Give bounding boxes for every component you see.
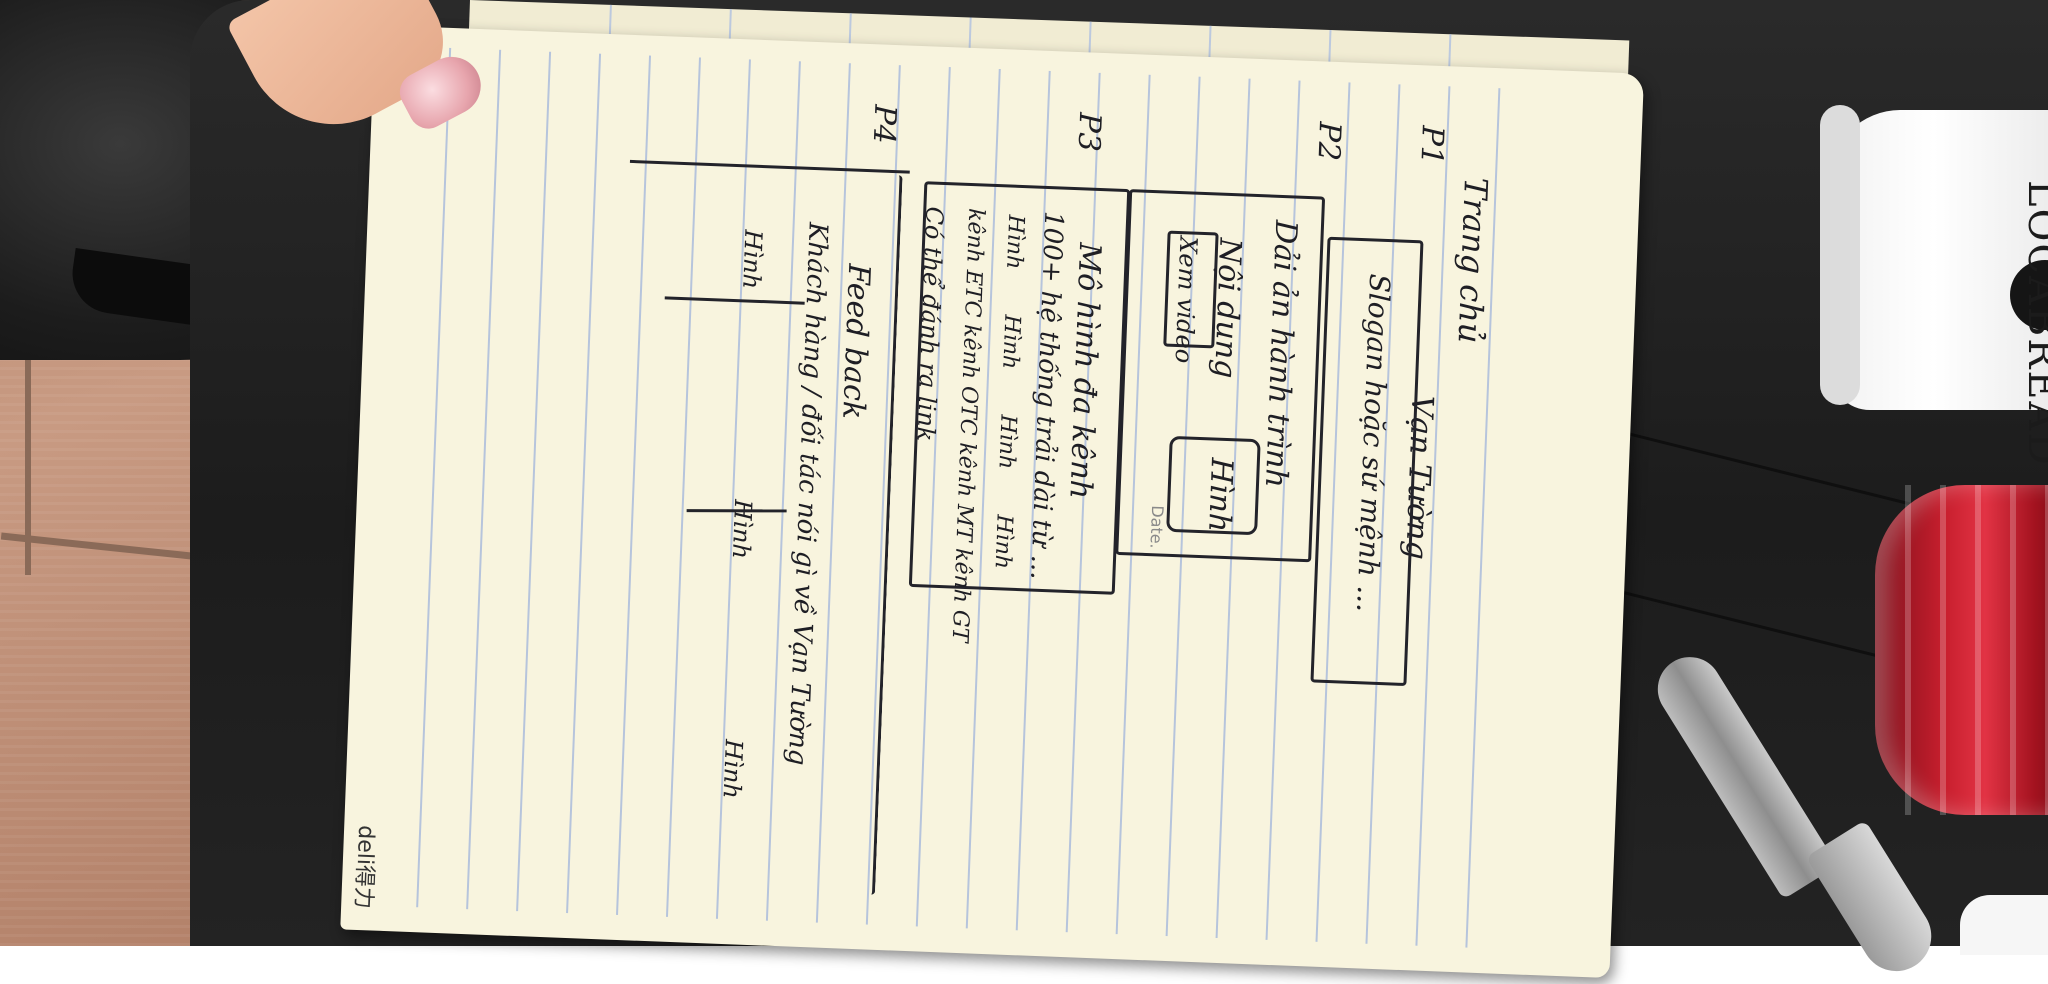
ruled-line [466, 49, 502, 910]
cup-brand-text: LOCABREAD [2019, 180, 2048, 467]
glass-rib [1975, 485, 1981, 815]
date-label: Date. [1146, 505, 1168, 550]
p4-image-3-text: Hình [717, 738, 748, 800]
p4-image-2-text: Hình [726, 498, 758, 560]
p3-image-1-text: Hình [1001, 214, 1029, 270]
white-cup: LOCABREAD [1820, 105, 2048, 467]
section-label-p3: P3 [1070, 111, 1108, 153]
notebook-brand-text: deli得力 [350, 824, 379, 910]
p3-image-2-text: Hình [997, 314, 1025, 370]
notebook-page: Trang chủ P1 Vạn Tường Slogan hoặc sứ mệ… [340, 25, 1645, 979]
ruled-line [516, 51, 552, 912]
napkin [1960, 895, 2048, 955]
section-p4-title: Feed back [835, 263, 877, 420]
section-label-p4: P4 [865, 103, 903, 145]
tile-grout [25, 215, 31, 575]
glass-rib [2010, 485, 2016, 815]
cup-rim [1820, 105, 1860, 405]
video-button-text: Xem video [1169, 235, 1203, 364]
glass-rib [1940, 485, 1946, 815]
p2-image-text: Hình [1201, 457, 1239, 533]
p3-image-3-text: Hình [993, 414, 1021, 470]
p4-divider [686, 509, 787, 513]
ruled-line [416, 47, 452, 908]
section-label-p2: P2 [1310, 121, 1347, 162]
glass-rib [2045, 485, 2048, 815]
red-drink-glass [1875, 485, 2048, 815]
page-header-text: Trang chủ [1450, 176, 1495, 345]
glass-rib [1905, 485, 1911, 815]
p3-image-4-text: Hình [989, 514, 1017, 570]
section-label-p1: P1 [1413, 124, 1450, 166]
p4-image-1-text: Hình [737, 229, 768, 290]
